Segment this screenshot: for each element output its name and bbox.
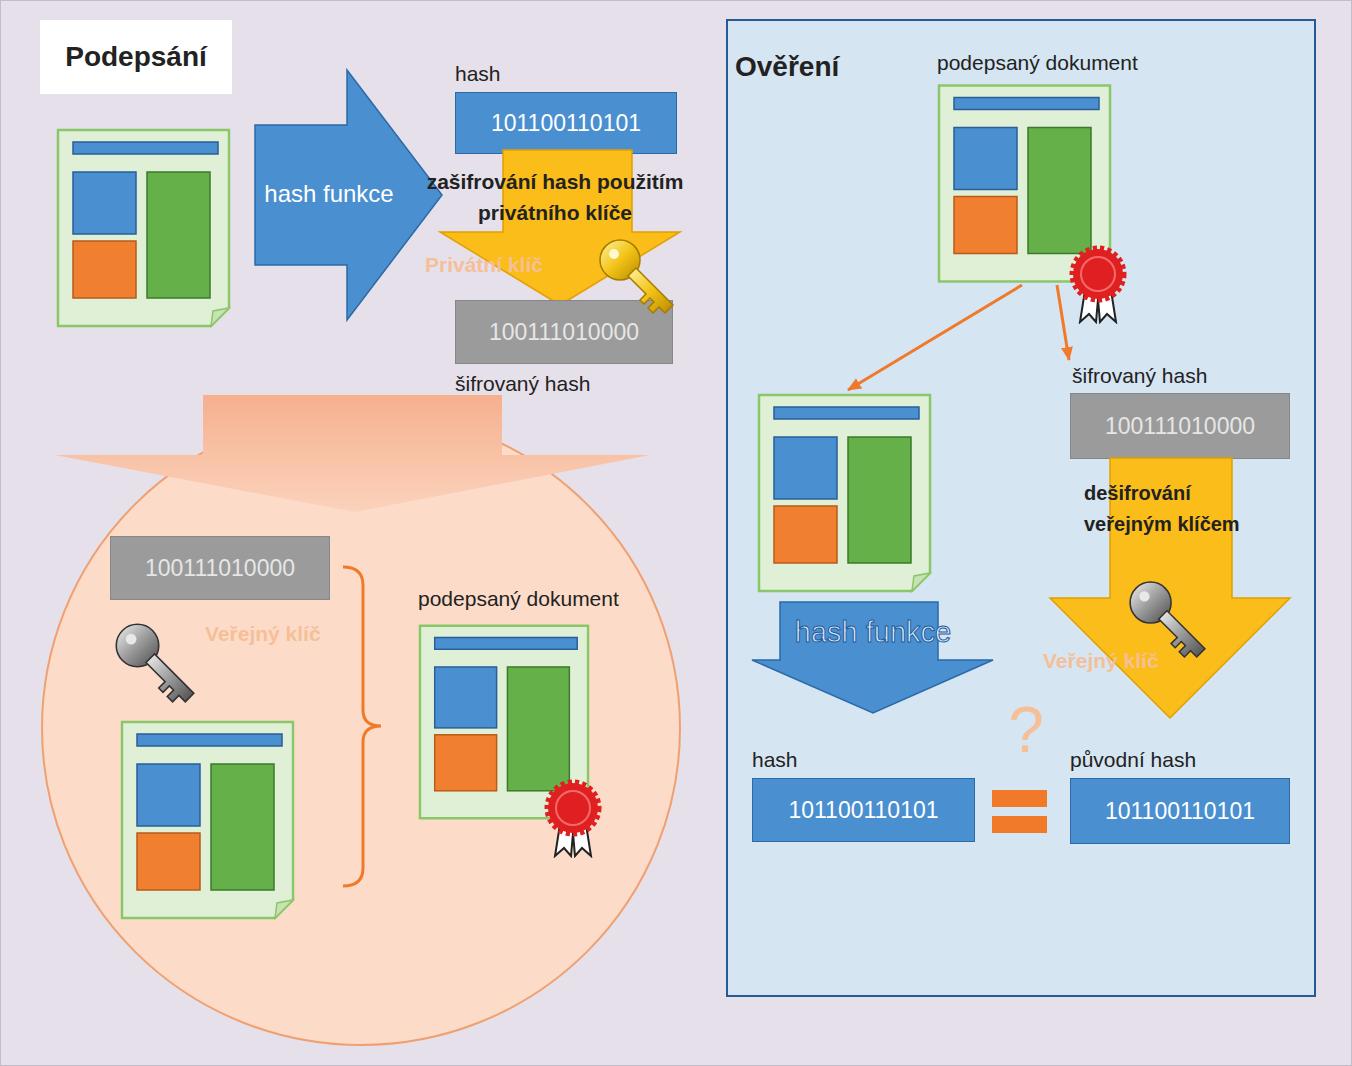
node-text: šifrovaný hash	[1072, 362, 1287, 390]
hash-box: původní hash 101100110101	[1070, 746, 1292, 846]
document	[939, 86, 1110, 282]
decrypt-arrow: dešifrování veřejným klíčemVeřejný klíč	[1040, 458, 1295, 720]
node-text: Podepsání	[40, 20, 232, 94]
result-arrow	[55, 395, 650, 512]
node-subtext: 100111010000	[1070, 393, 1290, 459]
node-text: zašifrování hash použitím privátního klí…	[420, 164, 690, 230]
node-text: hash funkce	[752, 612, 994, 652]
equals-bar	[992, 790, 1047, 807]
node-subtext: 101100110101	[1070, 778, 1290, 844]
public-key-icon	[116, 624, 194, 702]
split-arrow	[1057, 285, 1069, 360]
node-text: dešifrování veřejným klíčem	[1084, 478, 1274, 544]
node-text: podepsaný dokument	[937, 48, 1177, 78]
bracket	[343, 567, 381, 886]
signed-document: podepsaný dokument	[418, 584, 658, 824]
encrypted-hash-box: 100111010000	[110, 536, 332, 602]
document	[759, 395, 930, 591]
node-subtext: 101100110101	[455, 92, 677, 154]
hash-box: hash 101100110101	[752, 746, 976, 844]
verification-panel: Ověřenípodepsaný dokument šifrovaný hash 1…	[727, 20, 1315, 996]
node-text: původní hash	[1070, 746, 1292, 774]
node-text: podepsaný dokument	[418, 584, 658, 614]
panel-outline	[727, 20, 1315, 996]
node-text: hash	[752, 746, 976, 774]
node-text: hash	[455, 60, 677, 88]
label-text: Veřejný klíč	[205, 619, 375, 649]
node-subtext: 101100110101	[752, 778, 975, 842]
split-arrow	[848, 285, 1022, 390]
document	[58, 130, 229, 326]
node-text: 100111010000	[455, 300, 673, 364]
node-subtext: Veřejný klíč	[1043, 646, 1193, 676]
document	[122, 722, 293, 918]
node-subtext: Privátní klíč	[425, 250, 585, 280]
node-text: Ověření	[735, 46, 955, 88]
encrypt-arrow: zašifrování hash použitím privátního klí…	[405, 150, 705, 308]
arrow-outline	[752, 602, 993, 713]
equals-bar	[992, 816, 1047, 833]
node-text: hash funkce	[259, 154, 399, 234]
section-heading: Podepsání	[40, 20, 232, 94]
node-text: 100111010000	[110, 536, 330, 600]
encrypted-hash-box: 100111010000 šifrovaný hash	[455, 298, 677, 398]
question-mark: ?	[996, 690, 1056, 770]
hash-box: hash 101100110101	[455, 60, 677, 154]
arrow-outline	[1050, 458, 1290, 718]
seal-icon	[548, 783, 598, 856]
arrow-outline	[255, 70, 442, 320]
seal-icon	[1073, 249, 1123, 322]
encrypted-hash-box: šifrovaný hash 100111010000	[1065, 362, 1293, 462]
document	[420, 626, 588, 819]
signed-document: podepsaný dokument	[937, 48, 1177, 285]
hash-function-arrow: hash funkce	[255, 70, 445, 322]
node-subtext: šifrovaný hash	[455, 370, 677, 398]
hash-function-arrow: hash funkce	[752, 602, 994, 715]
